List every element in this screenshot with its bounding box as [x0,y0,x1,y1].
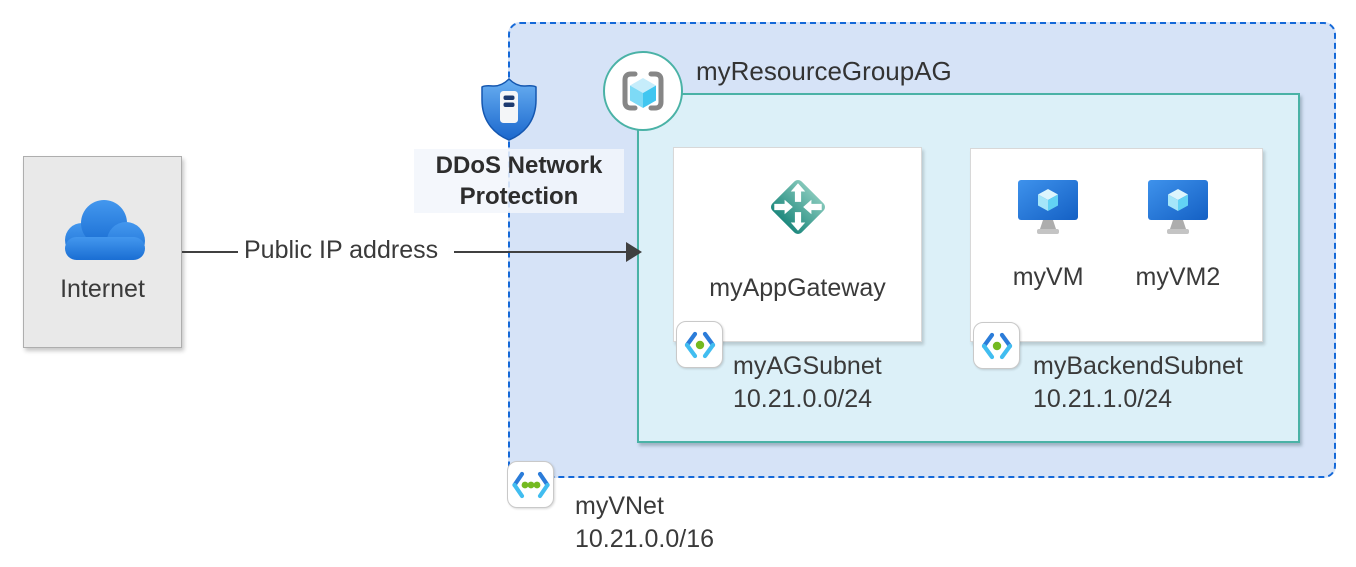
vm-icon [1147,180,1208,234]
backend-subnet-label: myBackendSubnet 10.21.1.0/24 [1033,350,1243,416]
cloud-icon [64,200,145,260]
resource-group-name: myResourceGroupAG [696,56,952,86]
backend-node: myVM myVM2 [970,148,1263,342]
vnet-label: myVNet 10.21.0.0/16 [575,490,714,556]
backend-subnet-badge [973,322,1020,369]
ddos-shield-icon [481,77,537,141]
vm1-name: myVM [1012,263,1084,291]
app-gateway-node: myAppGateway [673,147,922,342]
ag-subnet-cidr: 10.21.0.0/24 [733,385,873,413]
ag-subnet-badge [676,321,723,368]
connection-line-left [182,251,238,253]
backend-subnet-name: myBackendSubnet [1033,352,1243,380]
vnet-icon [511,471,550,498]
subnet-icon [981,332,1012,359]
public-ip-label: Public IP address [244,236,439,264]
app-gateway-name: myAppGateway [709,274,886,302]
vm1-group: myVM [1013,177,1084,292]
vm-icon [1018,180,1079,234]
ag-subnet-name: myAGSubnet [733,352,882,380]
subnet-icon [684,331,715,358]
resource-group-badge [603,51,683,131]
backend-subnet-cidr: 10.21.1.0/24 [1033,385,1173,413]
internet-label: Internet [60,275,145,303]
ddos-protection-label: DDoS Network Protection [414,149,624,213]
internet-node: Internet [23,156,182,348]
ag-subnet-label: myAGSubnet 10.21.0.0/24 [733,350,882,416]
vnet-badge [507,461,554,508]
vm2-group: myVM2 [1135,177,1221,292]
vnet-cidr: 10.21.0.0/16 [575,525,715,553]
app-gateway-icon [770,179,825,235]
vnet-name: myVNet [575,492,664,520]
arrow-head [626,242,642,262]
connection-line-right [454,251,626,253]
resource-group-icon [622,71,664,111]
vm2-name: myVM2 [1135,263,1221,291]
